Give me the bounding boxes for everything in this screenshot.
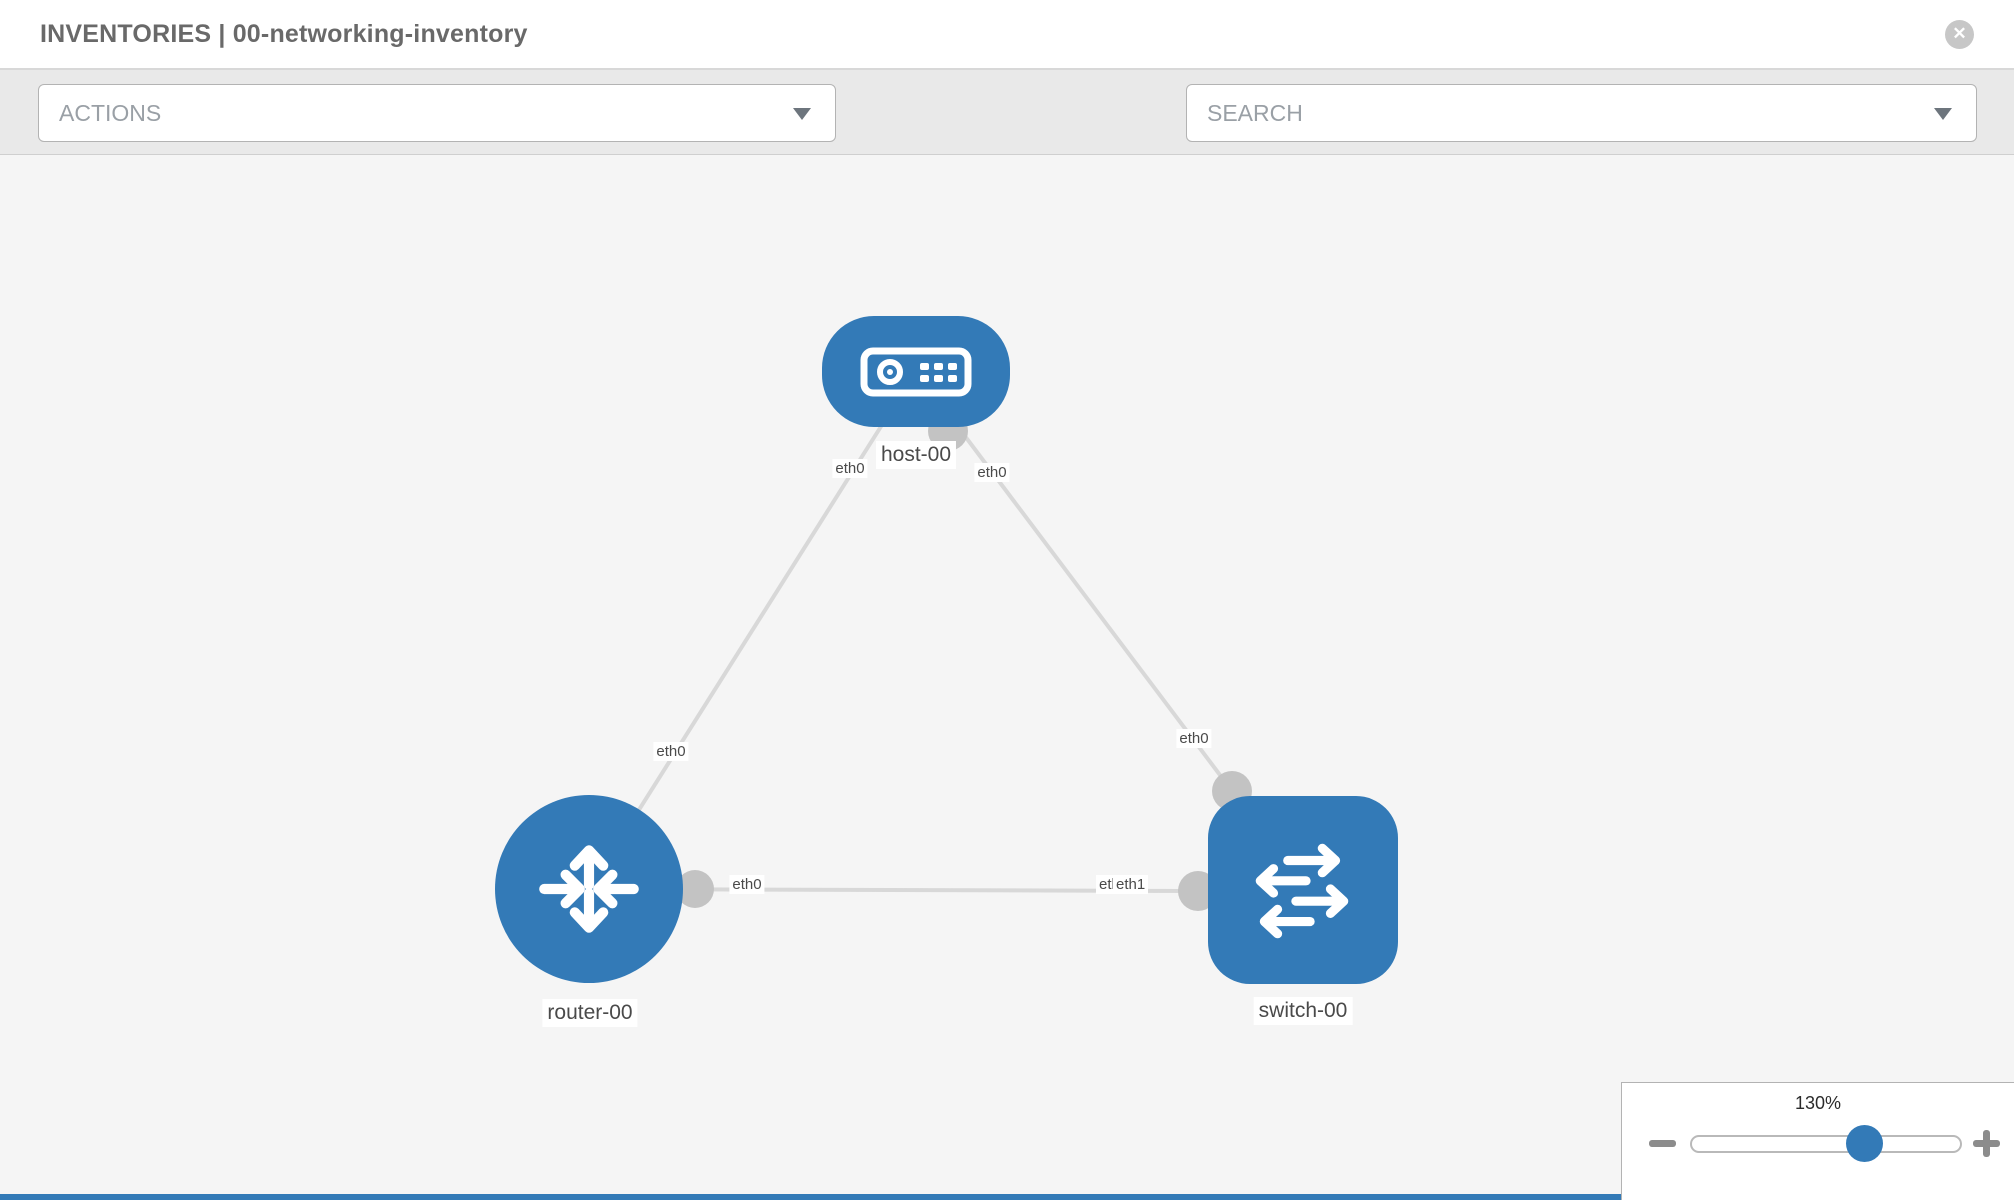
zoom-level-value: 130%	[1794, 1093, 1842, 1113]
if-label-host-right: eth0	[974, 463, 1010, 482]
zoom-out-button[interactable]	[1649, 1140, 1676, 1147]
interface-connector-router	[676, 870, 714, 908]
actions-dropdown[interactable]: ACTIONS	[38, 84, 836, 142]
if-label-host-left: eth0	[832, 459, 868, 478]
node-switch-00[interactable]	[1208, 796, 1398, 984]
actions-dropdown-label: ACTIONS	[59, 100, 162, 126]
router-icon	[539, 845, 639, 933]
links-layer	[587, 369, 1252, 911]
page-title: INVENTORIES | 00-networking-inventory	[40, 20, 528, 48]
bottom-accent-bar	[0, 1194, 1628, 1200]
topology-canvas[interactable]: host-00 router-00 switch-00 eth0 eth0 et…	[0, 155, 2014, 1200]
zoom-in-button[interactable]	[1973, 1130, 2000, 1157]
node-label-router: router-00	[542, 999, 638, 1027]
host-icon	[860, 347, 972, 396]
switch-icon	[1255, 843, 1349, 939]
toolbar: ACTIONS SEARCH	[0, 70, 2014, 203]
node-host-00[interactable]	[822, 316, 1010, 427]
search-dropdown-label: SEARCH	[1207, 100, 1303, 126]
title-bar: INVENTORIES | 00-networking-inventory ✕	[0, 0, 2014, 70]
node-router-00[interactable]	[495, 795, 683, 983]
zoom-panel: 130%	[1621, 1082, 2014, 1200]
chevron-down-icon	[793, 108, 811, 120]
link-host-switch	[914, 369, 1234, 793]
close-button[interactable]: ✕	[1945, 20, 1974, 49]
node-label-switch: switch-00	[1253, 997, 1353, 1025]
if-label-switch-left-over: eth1	[1113, 875, 1149, 894]
chevron-down-icon	[1934, 108, 1952, 120]
close-icon: ✕	[1952, 24, 1967, 43]
zoom-slider-track[interactable]	[1690, 1135, 1962, 1153]
node-label-host: host-00	[875, 441, 957, 469]
zoom-slider-handle[interactable]	[1846, 1125, 1883, 1162]
link-host-router	[587, 369, 918, 891]
if-label-router-top: eth0	[653, 742, 689, 761]
if-label-switch-top: eth0	[1176, 729, 1212, 748]
if-label-router-right: eth0	[729, 875, 765, 894]
search-dropdown[interactable]: SEARCH	[1186, 84, 1977, 142]
